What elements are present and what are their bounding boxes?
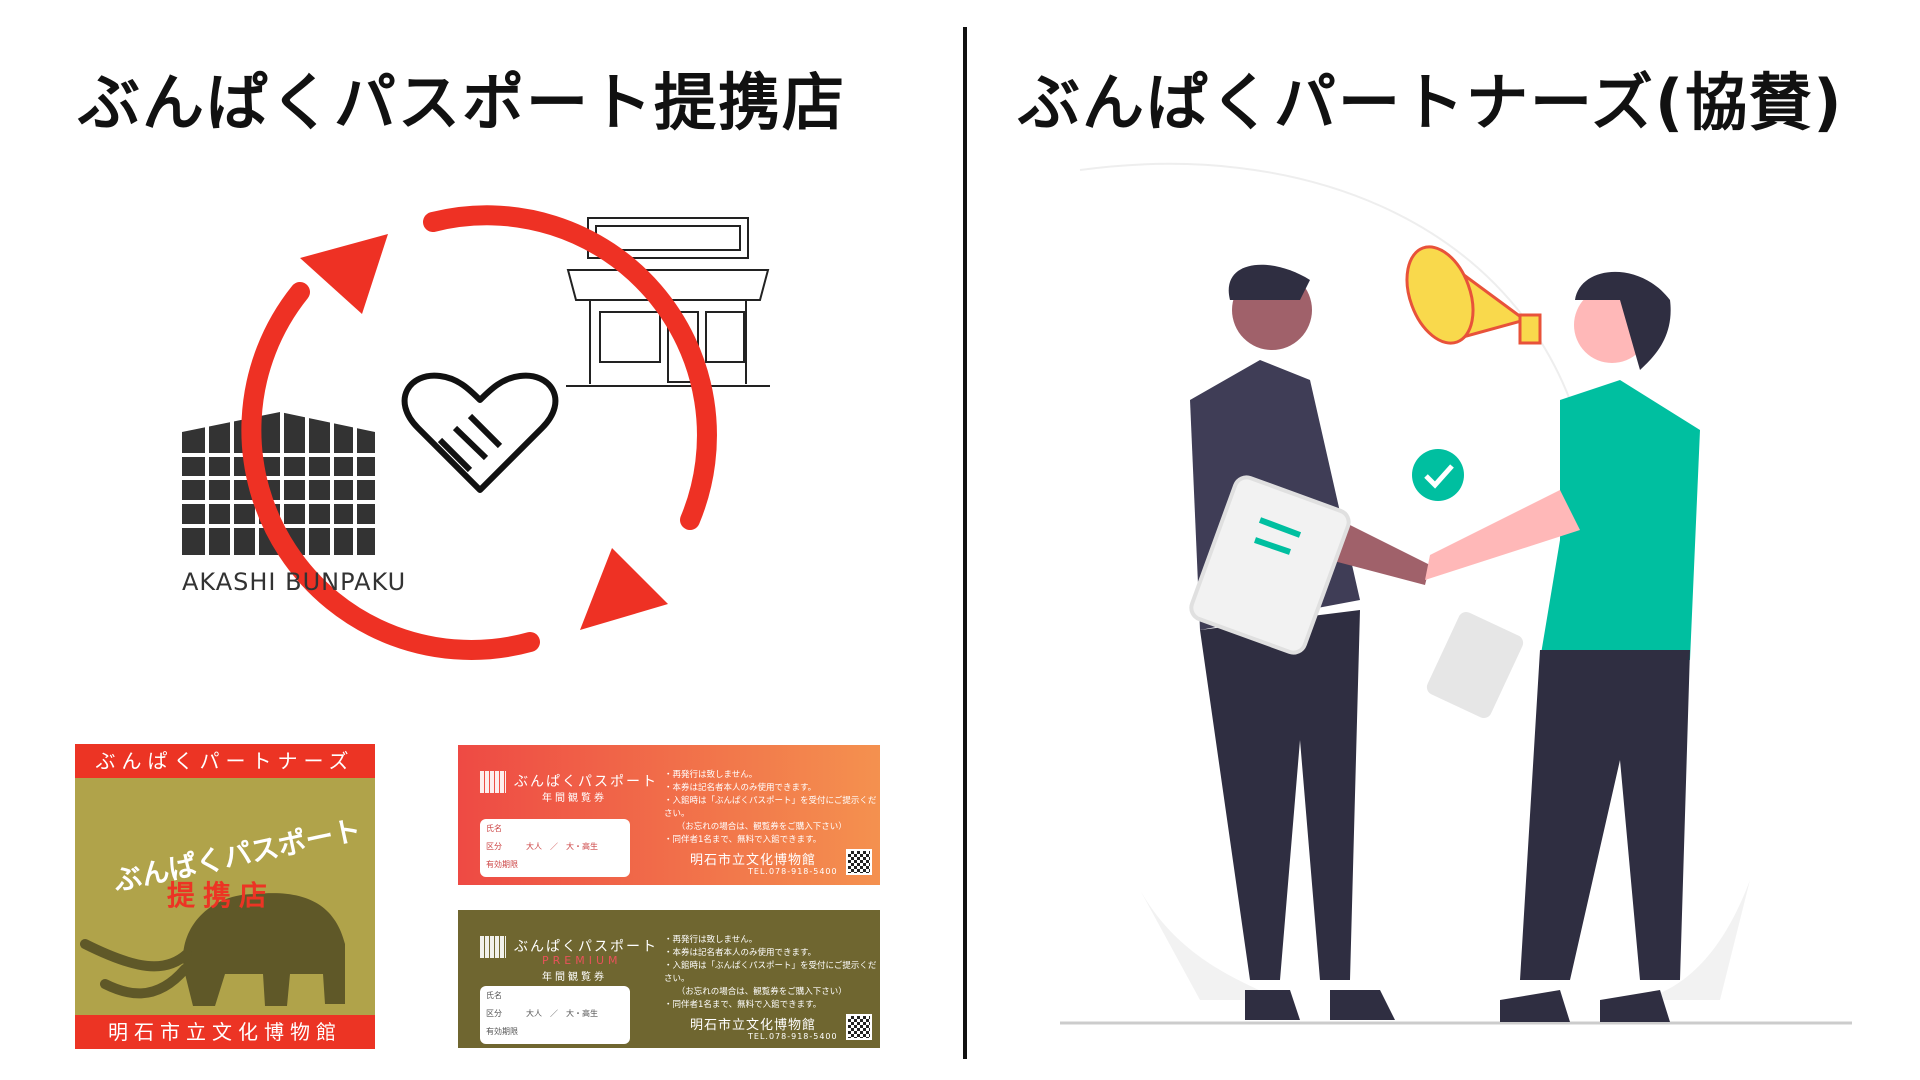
arrow-head-top bbox=[300, 234, 388, 314]
sticker-header: ぶんぱくパートナーズ bbox=[75, 744, 375, 778]
museum-logo-icon bbox=[480, 771, 506, 793]
note: ・同伴者1名まで、無料で入館できます。 bbox=[664, 835, 822, 845]
field-category: 区分 大人 ／ 大・高生 bbox=[486, 842, 598, 851]
card-notes: ・再発行は致しません。 ・本券は記名者本人のみ使用できます。 ・入館時は「ぶんぱ… bbox=[664, 934, 880, 1012]
field-expiry: 有効期限 bbox=[486, 1027, 518, 1036]
handshake-illustration bbox=[1060, 162, 1852, 1025]
card-org: 明石市立文化博物館 bbox=[690, 853, 817, 868]
shop-icon bbox=[566, 217, 770, 387]
cycle-arrows-icon bbox=[241, 205, 717, 660]
card-subtitle: 年間観覧券 bbox=[542, 793, 607, 804]
card-subtitle: 年間観覧券 bbox=[542, 972, 607, 983]
megaphone-icon bbox=[1405, 245, 1542, 345]
partners-sponsor-title: ぶんぱくパートナーズ(協賛) bbox=[1018, 66, 1844, 139]
card-fields: 氏名 区分 大人 ／ 大・高生 有効期限 bbox=[480, 986, 630, 1044]
card-tel: TEL.078-918-5400 bbox=[748, 1032, 838, 1041]
note: ・本券は記名者本人のみ使用できます。 bbox=[664, 948, 817, 958]
divider bbox=[963, 27, 967, 1059]
card-title: ぶんぱくパスポート bbox=[514, 774, 658, 790]
field-expiry: 有効期限 bbox=[486, 860, 518, 869]
arrow-head-bottom bbox=[580, 548, 668, 630]
card-tel: TEL.078-918-5400 bbox=[748, 867, 838, 876]
sticker-sub-text: 提携店 bbox=[167, 879, 276, 912]
partner-stores-title: ぶんぱくパスポート提携店 bbox=[78, 66, 847, 139]
note: ・同伴者1名まで、無料で入館できます。 bbox=[664, 1000, 822, 1010]
note: ・再発行は致しません。 bbox=[664, 935, 758, 945]
note: （お忘れの場合は、観覧券をご購入下さい） bbox=[664, 822, 847, 832]
note: ・入館時は「ぶんぱくパスポート」を受付にご提示ください。 bbox=[664, 961, 877, 984]
field-name: 氏名 bbox=[486, 824, 502, 833]
card-notes: ・再発行は致しません。 ・本券は記名者本人のみ使用できます。 ・入館時は「ぶんぱ… bbox=[664, 769, 880, 847]
partner-sticker: ぶんぱくパートナーズ ぶんぱくパスポート 提携店 明石市立文化博物館 bbox=[75, 744, 375, 1049]
elephant-icon bbox=[80, 893, 345, 1006]
field-name: 氏名 bbox=[486, 991, 502, 1000]
handshake-heart-icon bbox=[401, 372, 559, 493]
museum-logo-icon bbox=[480, 936, 506, 958]
premium-passport-card: ぶんぱくパスポート PREMIUM 年間観覧券 氏名 区分 大人 ／ 大・高生 … bbox=[458, 910, 880, 1048]
museum-logo-text: AKASHI BUNPAKU bbox=[182, 568, 407, 596]
card-title: ぶんぱくパスポート bbox=[514, 939, 658, 955]
note: ・入館時は「ぶんぱくパスポート」を受付にご提示ください。 bbox=[664, 796, 877, 819]
qr-code-icon bbox=[846, 849, 872, 875]
field-category: 区分 大人 ／ 大・高生 bbox=[486, 1009, 598, 1018]
qr-code-icon bbox=[846, 1014, 872, 1040]
card-premium: PREMIUM bbox=[542, 954, 622, 967]
card-org: 明石市立文化博物館 bbox=[690, 1018, 817, 1033]
passport-card: ぶんぱくパスポート 年間観覧券 氏名 区分 大人 ／ 大・高生 有効期限 ・再発… bbox=[458, 745, 880, 885]
card-fields: 氏名 区分 大人 ／ 大・高生 有効期限 bbox=[480, 819, 630, 877]
note: ・本券は記名者本人のみ使用できます。 bbox=[664, 783, 817, 793]
note: ・再発行は致しません。 bbox=[664, 770, 758, 780]
note: （お忘れの場合は、観覧券をご購入下さい） bbox=[664, 987, 847, 997]
sticker-footer: 明石市立文化博物館 bbox=[75, 1015, 375, 1049]
